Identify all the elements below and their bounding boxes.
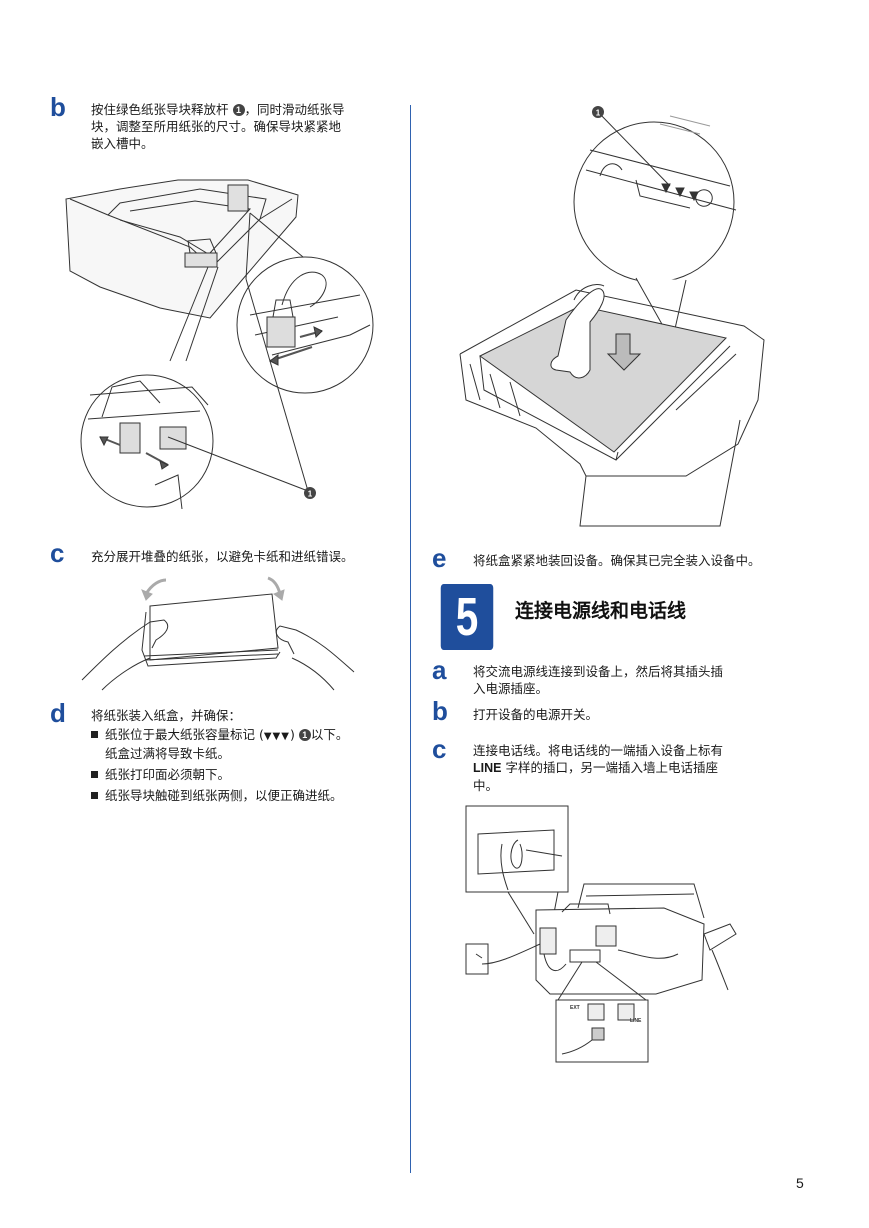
step-e-text: 将纸盒紧紧地装回设备。确保其已完全装入设备中。	[473, 553, 761, 568]
step-d-intro: 将纸张装入纸盒，并确保：	[91, 708, 242, 723]
max-paper-mark: ▼▼▼	[263, 731, 290, 742]
step-a-text: 将交流电源线连接到设备上，然后将其插头插 入电源插座。	[473, 664, 724, 696]
step-d-bullet-2: 纸张打印面必须朝下。	[91, 766, 230, 783]
paper-tray-guides-illustration: 1	[60, 175, 390, 520]
ext-port-label: EXT	[570, 1005, 580, 1011]
bullet-square-icon	[91, 792, 98, 799]
step-letter-b2: b	[432, 696, 448, 726]
figure-callout-1: 1	[308, 490, 313, 499]
section-number-badge: 5	[440, 584, 494, 650]
callout-1-icon: 1	[298, 729, 311, 741]
step-d-bullet-3: 纸张导块触碰到纸张两侧，以便正确进纸。	[91, 787, 343, 804]
step-letter-b: b	[50, 92, 66, 122]
figure-callout-1: 1	[596, 109, 601, 118]
step-c2-text: 连接电话线。将电话线的一端插入设备上标有 LINE 字样的插口，另一端插入墙上电…	[473, 743, 724, 793]
callout-1-icon: 1	[232, 104, 245, 116]
line-port-label: LINE	[630, 1018, 642, 1024]
section-title: 连接电源线和电话线	[515, 600, 687, 622]
phone-line-connection-illustration: EXT LINE	[458, 804, 743, 1064]
step-b-line2: 块，调整至所用纸张的尺寸。确保导块紧紧地	[91, 119, 342, 134]
step-letter-c2: c	[432, 734, 447, 764]
step-b-text: 按住绿色纸张导块释放杆 1，同时滑动纸张导 块，调整至所用纸张的尺寸。确保导块紧…	[91, 101, 396, 152]
page-number: 5	[796, 1175, 804, 1191]
line-label: LINE	[473, 761, 502, 775]
step-letter-d: d	[50, 698, 66, 728]
step-letter-a: a	[432, 655, 447, 685]
bullet-square-icon	[91, 771, 98, 778]
step-b-line3: 嵌入槽中。	[91, 136, 154, 151]
paper-loaded-tray-illustration: 1	[440, 106, 775, 530]
step-c-text: 充分展开堆叠的纸张，以避免卡纸和进纸错误。	[91, 549, 354, 564]
step-b-line1a: 按住绿色纸张导块释放杆	[91, 102, 229, 117]
step-b-line1b: ，同时滑动纸张导	[244, 102, 345, 117]
bullet-square-icon	[91, 731, 98, 738]
step-letter-e: e	[432, 543, 447, 573]
column-divider	[410, 105, 412, 1173]
step-b2-text: 打开设备的电源开关。	[473, 707, 599, 722]
step-letter-c: c	[50, 538, 65, 568]
fanning-paper-illustration	[82, 570, 362, 700]
